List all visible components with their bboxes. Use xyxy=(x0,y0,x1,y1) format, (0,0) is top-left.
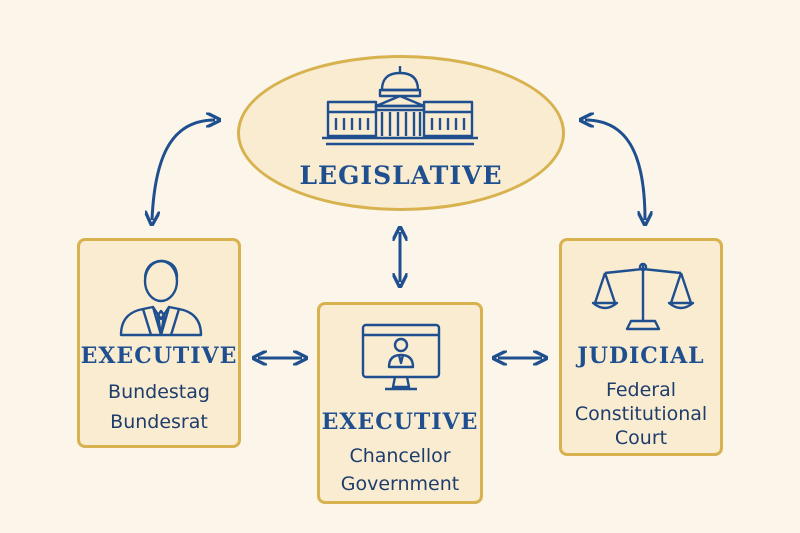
executive-center-line1: Chancellor xyxy=(349,445,451,467)
judicial-title: JUDICIAL xyxy=(577,343,705,369)
executive-left-line2: Bundesrat xyxy=(110,411,208,433)
person-in-suit-icon xyxy=(119,259,203,337)
monitor-person-icon xyxy=(361,323,441,391)
arrow-legislative-executive-left xyxy=(152,120,215,220)
executive-left-title: EXECUTIVE xyxy=(80,343,238,369)
legislative-node: LEGISLATIVE xyxy=(237,55,565,211)
executive-center-title: EXECUTIVE xyxy=(321,409,479,435)
executive-center-node: EXECUTIVE Chancellor Government xyxy=(317,302,483,504)
arrow-legislative-judicial xyxy=(585,120,645,220)
executive-center-line2: Government xyxy=(340,473,460,495)
scales-of-justice-icon xyxy=(591,262,695,331)
judicial-line1: Federal xyxy=(605,379,677,401)
legislative-title: LEGISLATIVE xyxy=(299,161,503,190)
judicial-line2: Constitutional xyxy=(574,403,708,425)
executive-left-node: EXECUTIVE Bundestag Bundesrat xyxy=(77,238,241,448)
judicial-node: JUDICIAL Federal Constitutional Court xyxy=(559,238,723,456)
judicial-line3: Court xyxy=(614,427,668,449)
executive-left-line1: Bundestag xyxy=(108,381,210,403)
parliament-building-icon xyxy=(322,66,478,146)
